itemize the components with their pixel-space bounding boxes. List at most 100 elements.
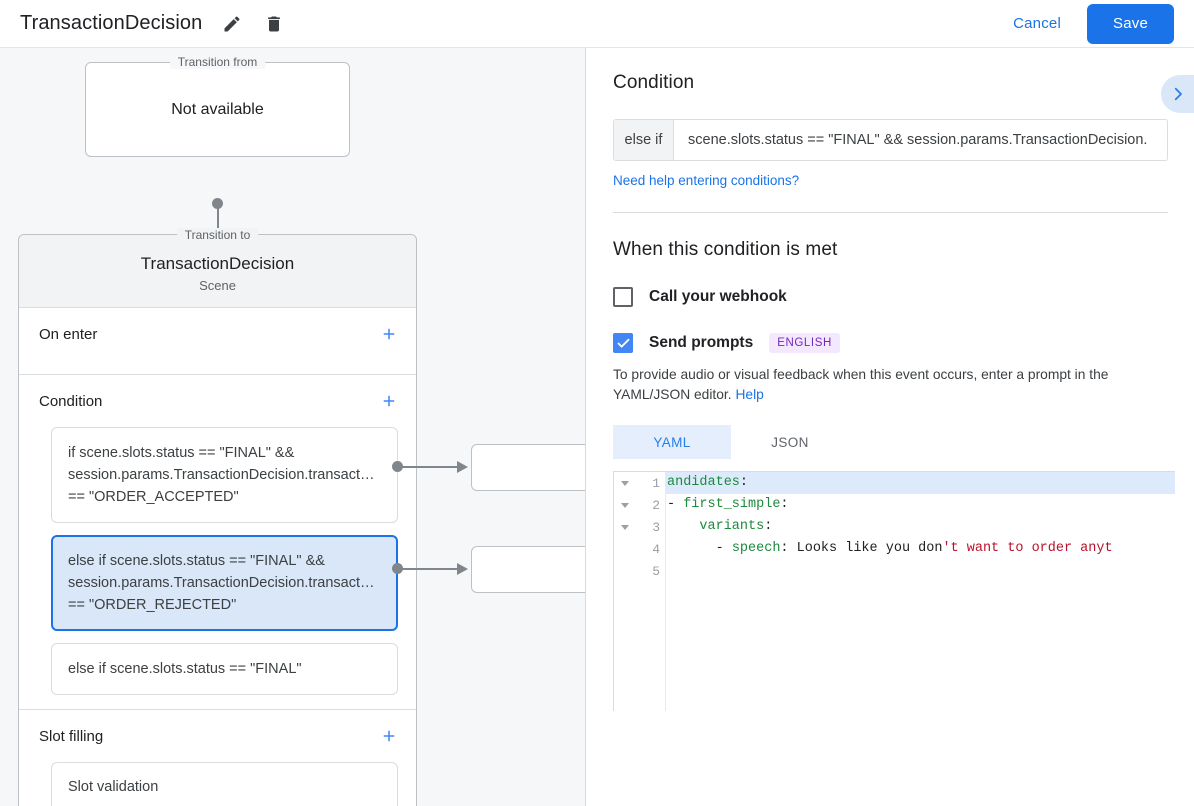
condition-header-row: Condition [613, 72, 1168, 94]
code-token: - [667, 497, 684, 512]
branch-dot-accepted [392, 461, 403, 472]
chevron-right-icon[interactable] [1161, 75, 1194, 113]
condition-input[interactable] [674, 120, 1167, 160]
condition-heading: Condition [613, 72, 695, 93]
webhook-label: Call your webhook [649, 288, 787, 305]
code-token: speech [731, 541, 781, 556]
plus-icon[interactable] [376, 723, 402, 749]
plus-icon[interactable] [376, 321, 402, 347]
condition-card-line1: else if scene.slots.status == "FINAL" && [68, 553, 325, 569]
code-line[interactable]: variants: [666, 516, 1175, 538]
webhook-checkbox[interactable] [613, 287, 633, 307]
detail-panel: Condition else if Need help entering con… [587, 48, 1194, 806]
fold-triangle-icon[interactable] [614, 502, 636, 508]
editor-format-tabs: YAML JSON [613, 425, 1168, 459]
condition-prefix-label: else if [614, 120, 674, 160]
target-node-rejected[interactable] [471, 546, 585, 593]
transition-to-legend: Transition to [176, 228, 259, 242]
line-number: 3 [652, 519, 660, 535]
condition-card-line1: if scene.slots.status == "FINAL" && [68, 445, 295, 461]
condition-card-rejected[interactable]: else if scene.slots.status == "FINAL" &&… [51, 535, 398, 631]
condition-card-final[interactable]: else if scene.slots.status == "FINAL" [51, 643, 398, 695]
send-prompts-checkbox-row[interactable]: Send prompts ENGLISH [613, 333, 1168, 353]
code-token: 't want to order anyt [942, 541, 1113, 556]
branch-line-rejected [398, 568, 460, 570]
transition-from-value: Not available [171, 100, 264, 118]
gutter-row: 1 [614, 472, 665, 494]
code-line[interactable]: - speech: Looks like you don't want to o… [666, 538, 1175, 560]
code-token: Looks like you don [796, 541, 943, 556]
gutter-row: 2 [614, 494, 665, 516]
cancel-button[interactable]: Cancel [1001, 7, 1073, 40]
condition-detail-block: Condition else if Need help entering con… [587, 48, 1194, 213]
section-head-on-enter: On enter [19, 308, 416, 360]
gutter-row: 4 [614, 538, 665, 560]
line-number: 1 [652, 475, 660, 491]
webhook-checkbox-row[interactable]: Call your webhook [613, 287, 1168, 307]
when-condition-met-heading: When this condition is met [613, 239, 838, 260]
page-title: TransactionDecision [20, 12, 203, 34]
language-badge: ENGLISH [769, 333, 840, 353]
app-bar: TransactionDecision Cancel Save [0, 0, 1194, 48]
gutter-row: 3 [614, 516, 665, 538]
slot-validation-card[interactable]: Slot validation [51, 762, 398, 806]
connector-dot [212, 198, 223, 209]
code-line[interactable]: andidates: [666, 472, 1175, 494]
section-head-slot-filling: Slot filling [19, 710, 416, 762]
section-title-slot-filling: Slot filling [39, 727, 104, 745]
send-prompts-checkbox[interactable] [613, 333, 633, 353]
code-line[interactable] [666, 560, 1175, 582]
code-token: first_simple [683, 497, 781, 512]
trash-icon[interactable] [262, 12, 286, 36]
section-title-on-enter: On enter [39, 325, 98, 343]
code-token: variants [699, 519, 765, 534]
code-token: - [667, 541, 732, 556]
condition-input-row[interactable]: else if [613, 119, 1168, 161]
branch-dot-rejected [392, 563, 403, 574]
transition-to-header[interactable]: Transition to TransactionDecision Scene [19, 228, 416, 308]
condition-card-line3: == "ORDER_REJECTED" [68, 597, 237, 613]
code-token: andidates [667, 475, 740, 490]
send-prompts-label: Send prompts [649, 334, 754, 351]
target-node-accepted[interactable] [471, 444, 585, 491]
line-number: 5 [652, 563, 660, 579]
prompts-help-link[interactable]: Help [735, 387, 764, 402]
panel-divider [613, 212, 1168, 213]
branch-arrow-icon [457, 563, 468, 575]
branch-arrow-icon [457, 461, 468, 473]
tab-json[interactable]: JSON [731, 425, 849, 459]
transition-to-title: TransactionDecision [140, 254, 295, 273]
code-token: : [780, 541, 797, 556]
transition-from-legend: Transition from [169, 55, 266, 69]
line-number: 2 [652, 497, 660, 513]
code-token: : [739, 475, 749, 490]
section-title-condition: Condition [39, 392, 103, 410]
tab-yaml[interactable]: YAML [613, 425, 731, 459]
line-number: 4 [652, 541, 660, 557]
save-button[interactable]: Save [1087, 3, 1174, 44]
transition-to-card: Transition to TransactionDecision Scene … [18, 228, 417, 806]
section-on-enter: On enter [19, 308, 416, 375]
flow-canvas[interactable]: Transition from Not available Transition… [0, 48, 586, 806]
section-head-condition: Condition [19, 375, 416, 427]
fold-triangle-icon[interactable] [614, 480, 636, 486]
condition-help-link[interactable]: Need help entering conditions? [613, 173, 800, 188]
editor-code-area[interactable]: andidates:- first_simple: variants: - sp… [666, 472, 1175, 711]
code-line[interactable]: - first_simple: [666, 494, 1175, 516]
transition-from-node[interactable]: Transition from Not available [85, 55, 350, 157]
condition-card-line3: == "ORDER_ACCEPTED" [68, 489, 239, 505]
section-condition: Condition if scene.slots.status == "FINA… [19, 375, 416, 710]
condition-card-accepted[interactable]: if scene.slots.status == "FINAL" && sess… [51, 427, 398, 523]
workspace: Transition from Not available Transition… [0, 48, 1194, 806]
condition-card-line2: session.params.TransactionDecision.trans… [68, 575, 375, 591]
gutter-row: 5 [614, 560, 665, 582]
plus-icon[interactable] [376, 388, 402, 414]
code-token [667, 519, 699, 534]
pencil-icon[interactable] [220, 12, 244, 36]
condition-card-line1: else if scene.slots.status == "FINAL" [68, 661, 302, 677]
fold-triangle-icon[interactable] [614, 524, 636, 530]
transition-to-subtitle: Scene [199, 278, 236, 293]
section-slot-filling: Slot filling Slot validation [19, 710, 416, 806]
when-condition-met-block: When this condition is met Call your web… [587, 213, 1194, 711]
